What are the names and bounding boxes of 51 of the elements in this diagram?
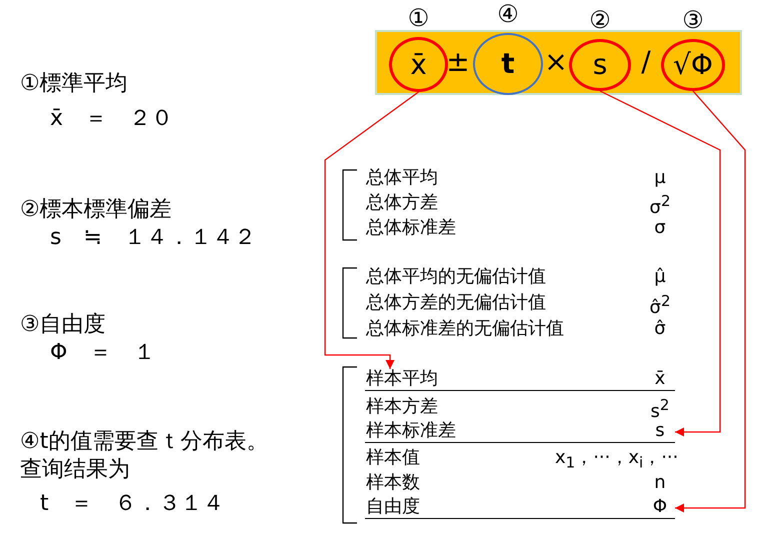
section-heading: ②標本標準偏差 (20, 197, 172, 224)
arrow (600, 90, 721, 436)
math-symbol: x̄ (654, 368, 666, 389)
formula-band (375, 30, 742, 95)
math-symbol: σ̂ (654, 318, 666, 340)
term-label: 样本平均 (366, 368, 438, 389)
math-symbol: x$_{1}$，···，x$_{i}$，··· (555, 447, 678, 472)
term-label: 总体平均的无偏估计值 (366, 266, 546, 288)
term-label: 样本方差 (366, 396, 438, 418)
term-label: 总体平均 (366, 167, 438, 189)
note-text: ④t的值需要查ｔ分布表。 (20, 429, 268, 456)
value-equation: Φ ＝ １ (50, 340, 156, 366)
math-symbol: σ (654, 217, 666, 239)
value-equation: x̄ ＝ ２０ (50, 106, 174, 132)
section-heading: ③自由度 (20, 312, 106, 338)
value-equation: s ≒ １４．１４２ (50, 225, 256, 252)
underlined-row (365, 421, 675, 443)
term-label: 总体标准差的无偏估计值 (366, 318, 564, 340)
math-symbol: s$^{2}$ (650, 396, 670, 423)
highlight-ellipse: s (569, 39, 631, 91)
term-label: 样本值 (366, 447, 420, 469)
arrow (324, 92, 419, 369)
term-label: 总体方差 (366, 192, 438, 214)
term-label: 样本标准差 (366, 420, 456, 441)
term-label: 自由度 (366, 496, 420, 517)
term-label: 样本数 (366, 472, 420, 494)
term-label: 总体标准差 (366, 217, 456, 239)
math-symbol: σ$^{2}$ (650, 192, 670, 219)
section-heading: ①標準平均 (20, 71, 128, 98)
term-label: 总体方差的无偏估计值 (366, 292, 546, 314)
math-symbol: μ (654, 167, 666, 189)
math-symbol: σ̂$^{2}$ (650, 292, 670, 319)
highlight-ellipse: x̄ (389, 37, 448, 92)
underlined-row (365, 369, 675, 391)
callout-number: ② (589, 7, 611, 34)
note-text: 查询结果为 (20, 457, 130, 484)
value-equation: t ＝ ６．３１４ (40, 491, 225, 518)
math-symbol: μ̂ (654, 266, 666, 288)
math-operator: / (641, 44, 651, 80)
highlight-ellipse: t (473, 33, 543, 95)
callout-number: ④ (497, 1, 519, 28)
math-symbol: Φ (652, 496, 668, 517)
callout-number: ① (408, 5, 430, 32)
math-symbol: n (654, 472, 666, 494)
callout-number: ③ (682, 7, 704, 34)
arrow (675, 90, 746, 512)
underlined-row (365, 497, 675, 519)
math-symbol: s (655, 420, 665, 441)
math-operator: × (544, 44, 568, 80)
math-operator: ± (446, 44, 470, 80)
highlight-ellipse: √Φ (661, 39, 725, 91)
